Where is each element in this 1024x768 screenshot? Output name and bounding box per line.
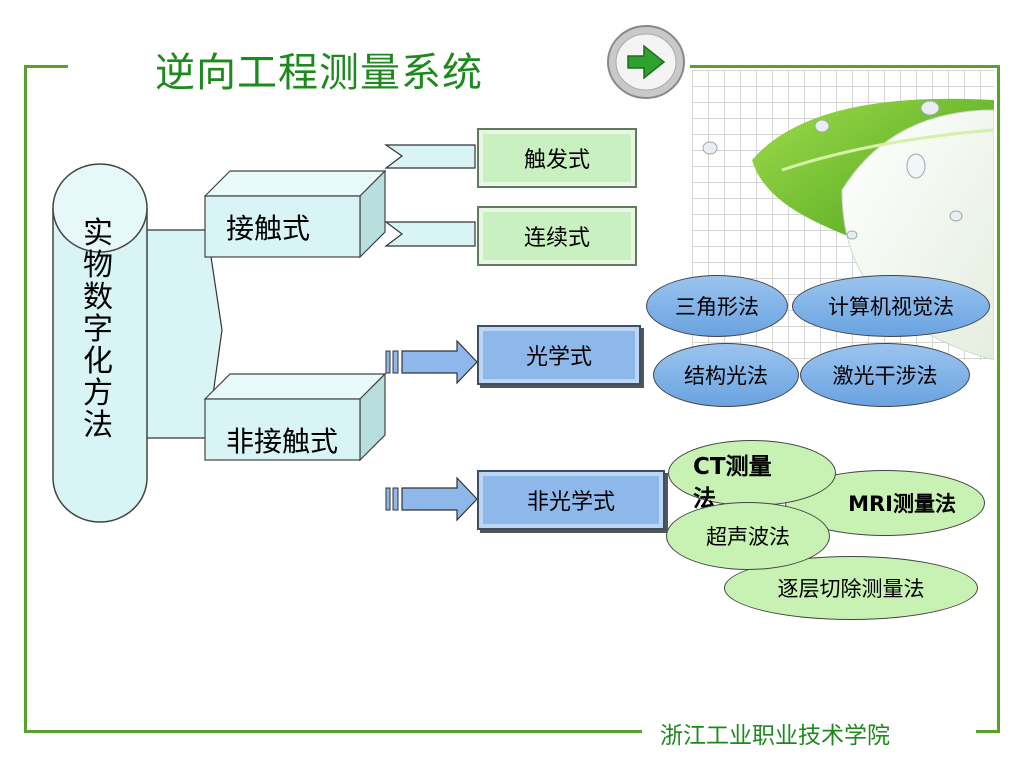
method-laser-interference: 激光干涉法 [800, 343, 970, 407]
method-ct-label: CT测量法 [693, 454, 772, 512]
frame-bottom-right [976, 730, 1000, 733]
root-char: 物 [83, 248, 113, 283]
root-char: 方 [83, 376, 113, 411]
root-char: 字 [83, 312, 113, 347]
root-char: 数 [83, 280, 113, 315]
root-cylinder [52, 163, 148, 523]
contact-label: 接触式 [226, 212, 311, 245]
frame-top-right [690, 65, 1000, 68]
nonoptical-box: 非光学式 [477, 470, 665, 530]
footer-institution: 浙江工业职业技术学院 [660, 723, 890, 749]
noncontact-box [204, 373, 386, 462]
frame-right [997, 65, 1000, 733]
noncontact-label: 非接触式 [226, 425, 339, 458]
method-ct: CT测量法 [668, 440, 836, 512]
method-triangulation: 三角形法 [646, 275, 788, 337]
arrow-to-optical [385, 339, 478, 385]
root-label: 实 物 数 字 化 方 法 [78, 218, 118, 442]
continuous-type-box: 连续式 [477, 206, 637, 266]
next-arrow-button[interactable] [604, 22, 688, 102]
arrow-right-icon [627, 44, 666, 80]
method-structured-light: 结构光法 [653, 343, 799, 407]
arrow-to-nonoptical [385, 476, 478, 522]
frame-left [24, 65, 27, 733]
page-title: 逆向工程测量系统 [155, 50, 483, 96]
method-computer-vision: 计算机视觉法 [792, 275, 990, 337]
optical-box: 光学式 [477, 325, 641, 385]
root-char: 实 [83, 216, 113, 251]
contact-box [204, 170, 386, 259]
root-char: 化 [83, 344, 113, 379]
method-ultrasound: 超声波法 [666, 502, 830, 570]
frame-top-left [24, 65, 68, 68]
method-layer-removal: 逐层切除测量法 [724, 556, 978, 620]
frame-bottom-left [24, 730, 642, 733]
trigger-type-box: 触发式 [477, 128, 637, 188]
root-char: 法 [83, 408, 113, 443]
